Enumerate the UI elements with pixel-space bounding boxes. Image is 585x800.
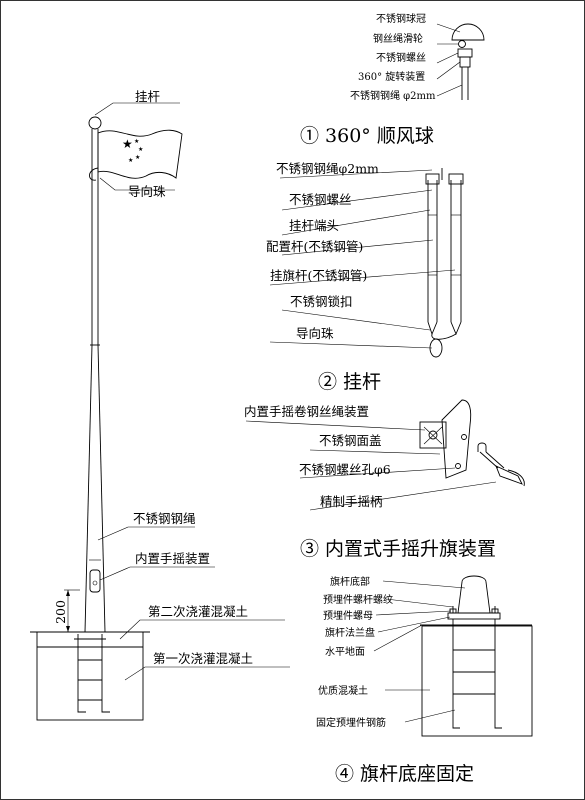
s4-label-3: 旗杆法兰盘 [325,626,375,639]
steel-lock [427,321,438,336]
s4-label-4: 水平地面 [325,645,365,658]
flange-plate [447,612,501,620]
s3-label-1: 不锈钢面盖 [319,433,382,448]
section1-title: ① 360° 顺风球 [300,125,434,147]
flag [97,129,183,179]
left-concrete-foundation [36,631,144,721]
rod-end-cap [425,173,440,185]
winch-cover [441,399,472,479]
s2-label-5: 不锈钢锁扣 [290,294,353,309]
pole-ball [88,116,102,130]
rope-pulley [458,40,466,48]
s2-label-0: 不锈钢钢绳φ2mm [276,161,379,176]
label-winch: 内置手摇装置 [135,551,210,566]
section2-drawing [269,168,464,358]
s1-label-2: 不锈钢螺丝 [376,51,426,64]
s4-label-5: 优质混凝土 [318,684,368,697]
left-rebar [74,634,110,713]
section1-drawing [436,23,485,100]
section3-title: ③ 内置式手摇升旗装置 [300,538,496,560]
label-hang-rod: 挂杆 [135,89,161,104]
s1-label-1: 钢丝绳滑轮 [373,32,423,45]
section2-title: ② 挂杆 [318,371,381,393]
svg-text:★: ★ [135,154,140,161]
s1-label-4: 不锈钢钢绳 φ2mm [350,89,436,102]
screw-hole [455,463,461,469]
s4-label-2: 预埋件螺母 [323,610,373,622]
s2-label-4: 挂旗杆(不锈钢管) [270,268,367,283]
label-second-pour: 第二次浇灌混凝土 [148,604,248,619]
winch-box [419,421,447,449]
s1-label-3: 360° 旋转装置 [358,70,425,83]
flag-big-star: ★ [122,137,133,151]
guide-bead-loop [89,167,99,181]
winch-door [89,569,101,593]
ball-crown [451,23,485,41]
s2-label-1: 不锈钢螺丝 [289,192,352,207]
flagpole-drawing: ★ ★ ★ ★ ★ [30,102,290,721]
s1-label-0: 不锈钢球冠 [376,12,426,25]
label-guide-bead: 导向珠 [128,184,166,199]
base-concrete [421,625,533,737]
svg-text:★: ★ [128,157,133,164]
base-rebar [452,619,502,729]
s3-label-2: 不锈钢螺丝孔φ6 [299,462,391,477]
s2-label-3: 配置杆(不锈钢管) [266,239,363,254]
label-dimension-200: 200 [53,600,68,624]
section3-drawing [245,399,525,511]
s3-label-0: 内置手摇卷钢丝绳装置 [244,404,369,419]
s4-label-6: 固定预埋件钢筋 [316,716,386,729]
s4-label-0: 旗杆底部 [330,575,370,588]
s4-label-1: 预埋件螺杆螺纹 [323,593,393,606]
s3-label-3: 精制手摇柄 [320,494,383,509]
swivel-device [459,56,471,68]
section4-title: ④ 旗杆底座固定 [335,763,474,785]
s2-label-2: 挂杆端头 [289,218,339,233]
section4-drawing [373,575,533,737]
s2-label-6: 导向珠 [296,326,334,341]
crank-handle [477,442,525,487]
label-steel-rope: 不锈钢钢绳 [133,511,196,526]
svg-text:★: ★ [134,138,139,145]
label-first-pour: 第一次浇灌混凝土 [153,651,253,666]
pole-bottom [457,575,491,614]
svg-text:★: ★ [138,146,143,153]
